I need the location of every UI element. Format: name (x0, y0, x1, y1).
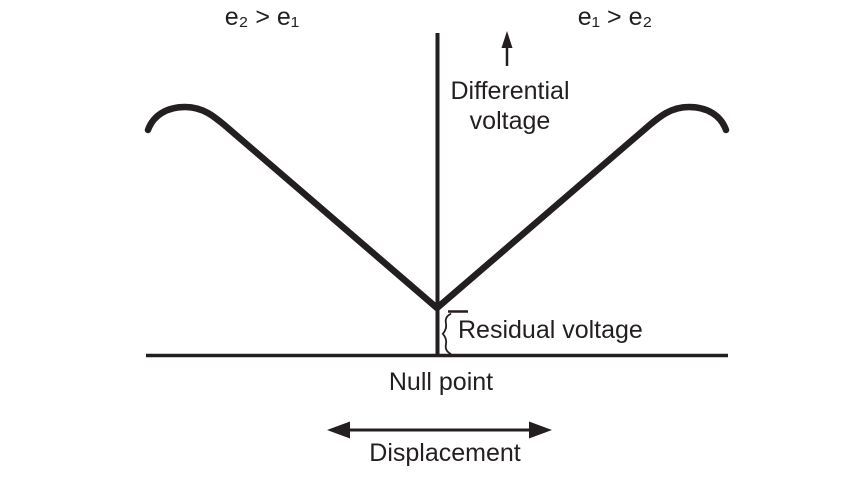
null-point-label: Null point (388, 368, 494, 396)
region-label-e1-gt-e2: e₁ > e₂ (577, 3, 653, 31)
residual-voltage-label: Residual voltage (458, 316, 643, 344)
output-curve (144, 103, 730, 312)
left-right-arrow-icon (327, 421, 552, 439)
y-axis-label-line2: voltage (469, 107, 551, 135)
up-arrow-icon (501, 31, 513, 66)
y-axis-label-line1: Differential (450, 77, 570, 105)
x-axis-label: Displacement (369, 439, 521, 467)
region-label-e2-gt-e1: e₂ > e₁ (224, 3, 300, 31)
residual-brace (441, 313, 452, 355)
y-axis-label: Differential voltage (450, 76, 569, 136)
